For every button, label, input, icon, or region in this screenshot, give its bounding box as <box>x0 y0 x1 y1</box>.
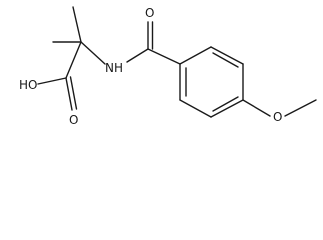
bond-ring-inner-a <box>212 52 239 68</box>
bond-carbonyl-to-ring <box>147 48 181 65</box>
bond-ring-5 <box>179 99 212 118</box>
bond-quaternary-to-carboxyl <box>65 41 82 79</box>
bonds <box>37 6 317 118</box>
bond-methyl-upper <box>72 6 82 43</box>
atom-labels: HO O NH O O <box>19 6 282 127</box>
amide-nh-label: NH <box>105 61 123 75</box>
bond-ring-4 <box>210 99 244 118</box>
bond-carboxyl-co <box>65 77 73 111</box>
ether-oxygen-label: O <box>273 110 282 124</box>
acid-carbonyl-oxygen-label: O <box>69 113 78 127</box>
bond-ring-inner-b <box>212 96 239 112</box>
skeletal-structure: HO O NH O O <box>19 6 317 127</box>
bond-ring-to-ether-o <box>242 99 271 117</box>
bond-carboxyl-co-double <box>69 76 78 110</box>
bond-ether-o-to-methyl <box>284 99 317 117</box>
bond-ring-2 <box>210 46 244 65</box>
bond-nh-to-carbonyl <box>126 48 149 63</box>
amide-carbonyl-oxygen-label: O <box>145 6 154 20</box>
bond-ring-1 <box>179 46 212 65</box>
hydroxyl-label: HO <box>19 78 37 92</box>
bond-quaternary-to-nh <box>80 41 106 65</box>
bond-carboxyl-to-oh <box>37 77 67 85</box>
